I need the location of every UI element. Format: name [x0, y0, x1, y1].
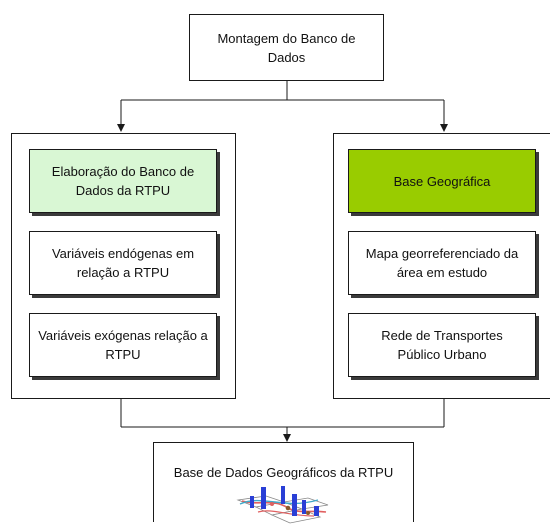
left-group-header: Elaboração do Banco de Dados da RTPU	[29, 149, 217, 213]
left-item-exogenous: Variáveis exógenas relação a RTPU	[29, 313, 217, 377]
right-group-header: Base Geográfica	[348, 149, 536, 213]
right-item-map-label: Mapa georreferenciado da área em estudo	[365, 246, 519, 280]
left-item-exogenous-label: Variáveis exógenas relação a RTPU	[38, 328, 208, 362]
right-group-header-label: Base Geográfica	[393, 173, 491, 189]
right-item-network-label: Rede de Transportes Público Urbano	[381, 328, 503, 362]
network-map-icon	[236, 486, 329, 524]
bottom-box-label: Base de Dados Geográficos da RTPU	[173, 465, 394, 480]
left-item-endogenous-label: Variáveis endógenas em relação a RTPU	[51, 246, 195, 280]
left-group-header-label: Elaboração do Banco de Dados da RTPU	[51, 164, 195, 198]
left-item-endogenous: Variáveis endógenas em relação a RTPU	[29, 231, 217, 295]
right-item-map: Mapa georreferenciado da área em estudo	[348, 231, 536, 295]
top-box-label: Montagem do Banco de Dados	[217, 30, 356, 65]
right-item-network: Rede de Transportes Público Urbano	[348, 313, 536, 377]
top-box: Montagem do Banco de Dados	[189, 14, 384, 81]
bottom-box: Base de Dados Geográficos da RTPU	[153, 442, 414, 524]
